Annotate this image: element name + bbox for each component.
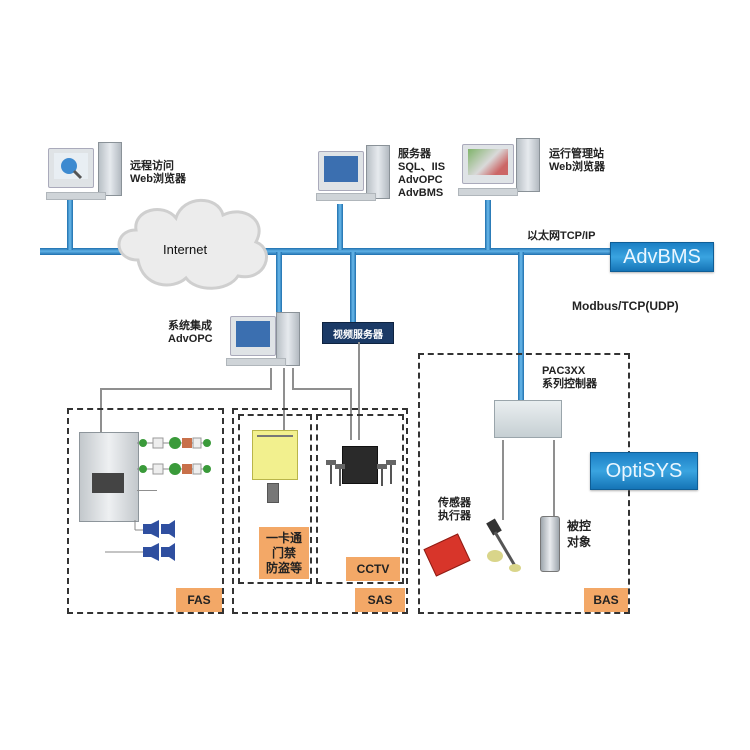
wire-cctv-1	[292, 368, 294, 388]
fas-subsystem-box	[67, 408, 224, 614]
fire-alarm-panel-icon	[79, 432, 139, 522]
controller-label: PAC3XX 系列控制器	[542, 365, 597, 390]
remote-access-label: 远程访问 Web浏览器	[130, 160, 187, 185]
card-reader-icon	[267, 483, 279, 503]
wire-fas	[100, 388, 272, 390]
optisys-badge: OptiSYS	[590, 452, 698, 490]
magnifier-globe-icon	[61, 158, 83, 180]
speaker-icons	[105, 520, 175, 561]
wire-cctv-2	[358, 342, 360, 440]
access-controller-icon	[252, 430, 298, 480]
video-server-box: 视频服务器	[322, 322, 394, 344]
ethernet-bus	[40, 248, 615, 255]
bus-drop-server	[337, 204, 343, 250]
ops-station-label: 运行管理站 Web浏览器	[549, 148, 606, 173]
sas-tag: SAS	[355, 588, 405, 612]
integration-label: 系统集成 AdvOPC	[168, 320, 213, 345]
internet-cloud-icon	[117, 198, 268, 290]
bus-drop-remote	[67, 200, 73, 250]
ethernet-label: 以太网TCP/IP	[527, 230, 596, 242]
internet-label: Internet	[163, 242, 208, 257]
access-tag: 一卡通 门禁 防盗等	[259, 527, 309, 579]
sas-subsystem-box	[232, 408, 408, 614]
fas-tag: FAS	[176, 588, 222, 612]
video-server-label: 视频服务器	[333, 329, 383, 341]
access-subsystem-box	[238, 414, 312, 584]
advbms-badge: AdvBMS	[610, 242, 714, 272]
detector-loop-icon	[137, 437, 211, 475]
cctv-tag: CCTV	[346, 557, 400, 581]
sensor-icon	[486, 518, 521, 572]
camera-icons	[326, 460, 396, 486]
pac-controller-icon	[494, 400, 562, 438]
bas-tag: BAS	[584, 588, 628, 612]
controlled-object-label: 被控 对象	[567, 519, 592, 549]
sensors-label: 传感器 执行器	[438, 497, 471, 522]
wire-access	[283, 368, 285, 430]
bus-drop-video	[350, 252, 356, 324]
bus-drop-integration	[276, 252, 282, 312]
server-label: 服务器 SQL、IIS AdvOPC AdvBMS	[398, 148, 446, 199]
bus-drop-ops	[485, 200, 491, 250]
controlled-object-icon	[540, 516, 560, 572]
bus-drop-controller	[518, 252, 524, 400]
cctv-subsystem-box	[316, 414, 404, 584]
modbus-label: Modbus/TCP(UDP)	[572, 299, 679, 313]
